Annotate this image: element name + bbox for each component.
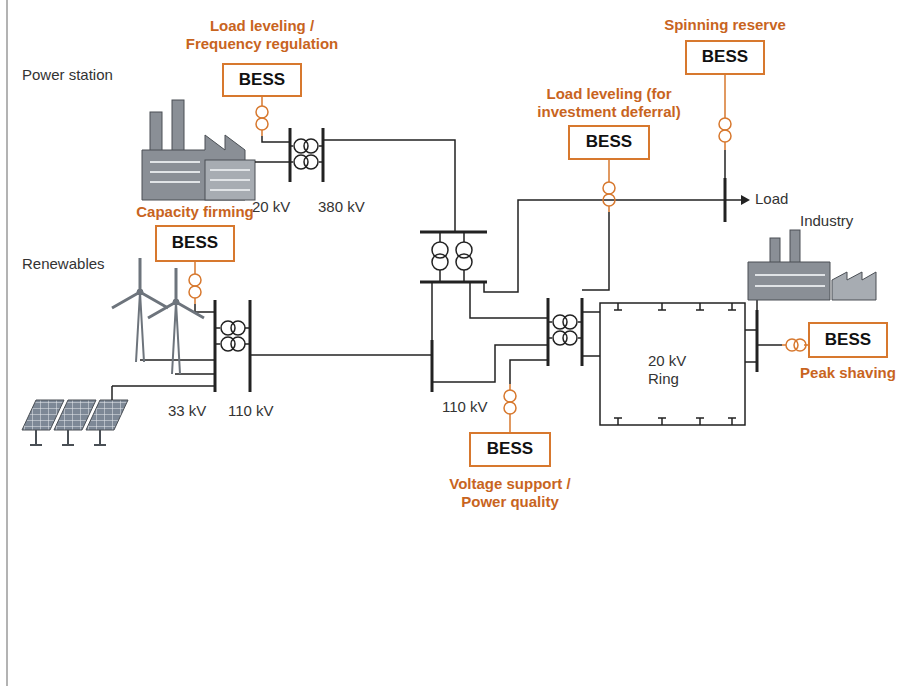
voltage-or-place-label: 380 kV xyxy=(318,198,365,216)
bess-label: BESS xyxy=(702,48,748,67)
bess-transformers xyxy=(189,75,808,432)
application-heading: Spinning reserve xyxy=(635,16,815,34)
bess-box: BESSVoltage support / Power quality xyxy=(469,432,551,467)
breaker-tick xyxy=(614,418,622,425)
bess-box: Load leveling / Frequency regulationBESS xyxy=(222,63,302,97)
application-heading: Peak shaving xyxy=(783,364,913,382)
load-arrowhead xyxy=(741,195,750,205)
wind-turbines xyxy=(112,258,204,374)
industry-icon xyxy=(748,230,876,300)
voltage-or-place-label: 20 kV xyxy=(252,198,290,216)
bess-box: BESSPeak shaving xyxy=(808,322,888,358)
bess-box: Load leveling (for investment deferral)B… xyxy=(568,125,650,160)
voltage-or-place-label: Renewables xyxy=(22,255,105,273)
bess-label: BESS xyxy=(487,440,533,459)
bess-label: BESS xyxy=(586,133,632,152)
application-heading: Load leveling / Frequency regulation xyxy=(172,17,352,53)
voltage-or-place-label: 33 kV xyxy=(168,402,206,420)
voltage-or-place-label: Power station xyxy=(22,66,113,84)
breaker-ticks xyxy=(614,303,736,425)
breaker-tick xyxy=(614,303,622,310)
bess-label: BESS xyxy=(825,331,871,350)
bess-box: Spinning reserveBESS xyxy=(685,40,765,75)
solar-panels xyxy=(22,386,128,445)
network-lines xyxy=(112,128,782,425)
breaker-tick xyxy=(658,303,666,310)
breaker-tick xyxy=(728,418,736,425)
power-station-icon xyxy=(142,100,255,200)
voltage-or-place-label: 20 kV Ring xyxy=(648,352,698,388)
bess-label: BESS xyxy=(172,234,218,253)
breaker-tick xyxy=(696,303,704,310)
application-heading: Voltage support / Power quality xyxy=(435,475,585,511)
voltage-or-place-label: 110 kV xyxy=(228,402,274,420)
bess-box: Capacity firmingBESS xyxy=(155,225,235,262)
breaker-tick xyxy=(696,418,704,425)
breaker-tick xyxy=(728,303,736,310)
voltage-or-place-label: Industry xyxy=(800,212,853,230)
bess-label: BESS xyxy=(239,71,285,90)
voltage-or-place-label: Load xyxy=(755,190,788,208)
border-line xyxy=(6,0,8,686)
breaker-tick xyxy=(658,418,666,425)
voltage-or-place-label: 110 kV xyxy=(442,398,488,416)
application-heading: Load leveling (for investment deferral) xyxy=(509,85,709,121)
